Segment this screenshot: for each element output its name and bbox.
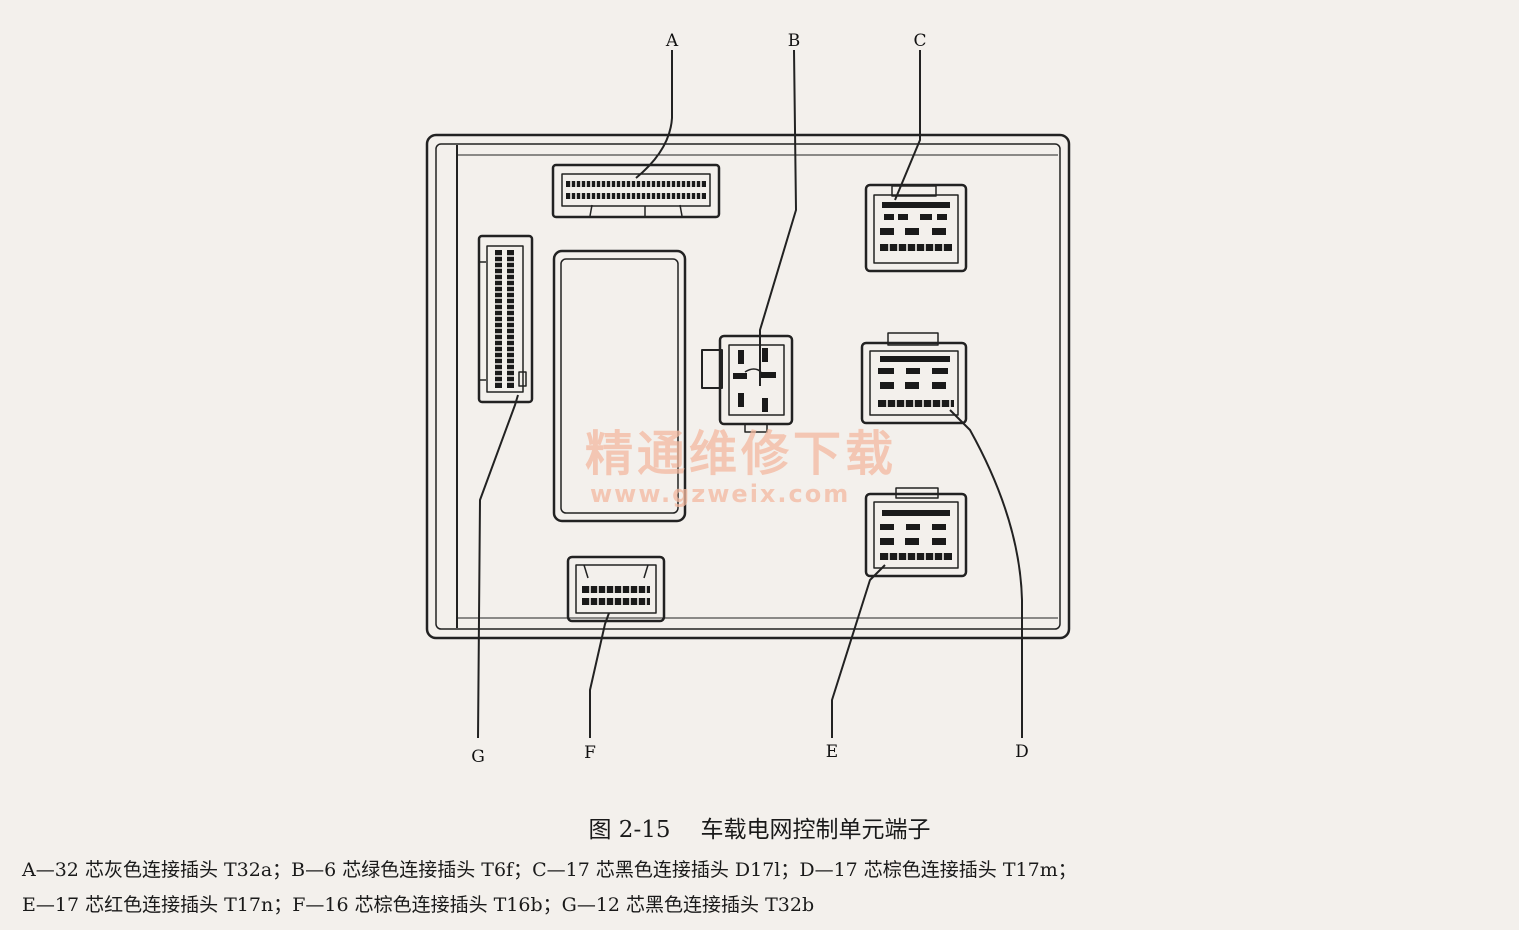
label-g: G [471, 747, 485, 767]
connector-a [551, 163, 721, 219]
figure-caption-title: 车载电网控制单元端子 [700, 817, 931, 843]
label-d: D [1015, 742, 1029, 762]
label-b: B [788, 31, 801, 51]
legend-line-2: E—17 芯红色连接插头 T17n；F—16 芯棕色连接插头 T16b；G—12… [22, 894, 815, 916]
watermark-url: www.gzweix.com [590, 480, 850, 508]
leader-lines [477, 49, 1023, 739]
connector-f [566, 555, 666, 623]
leader-a [635, 50, 673, 179]
connector-g [477, 234, 534, 404]
connector-b [701, 334, 794, 433]
connector-e [864, 487, 968, 578]
leader-e [831, 564, 886, 738]
legend-line-1: A—32 芯灰色连接插头 T32a；B—6 芯绿色连接插头 T6f；C—17 芯… [22, 859, 1077, 881]
leader-d [949, 409, 1023, 738]
center-window [552, 249, 687, 523]
figure-title: 图 2-15 车载电网控制单元端子 [0, 810, 1519, 844]
connector-d [860, 332, 968, 425]
leader-c [894, 50, 921, 201]
leader-f [589, 612, 610, 738]
figure-number: 图 2-15 [588, 817, 671, 843]
watermark-title: 精通维修下载 [585, 426, 897, 482]
control-unit-housing [425, 133, 1071, 640]
label-c: C [913, 31, 926, 51]
label-e: E [826, 742, 838, 762]
leader-b [759, 49, 797, 386]
label-a: A [665, 31, 679, 51]
leader-g [477, 394, 519, 739]
connector-c [864, 183, 968, 273]
label-f: F [584, 743, 596, 763]
